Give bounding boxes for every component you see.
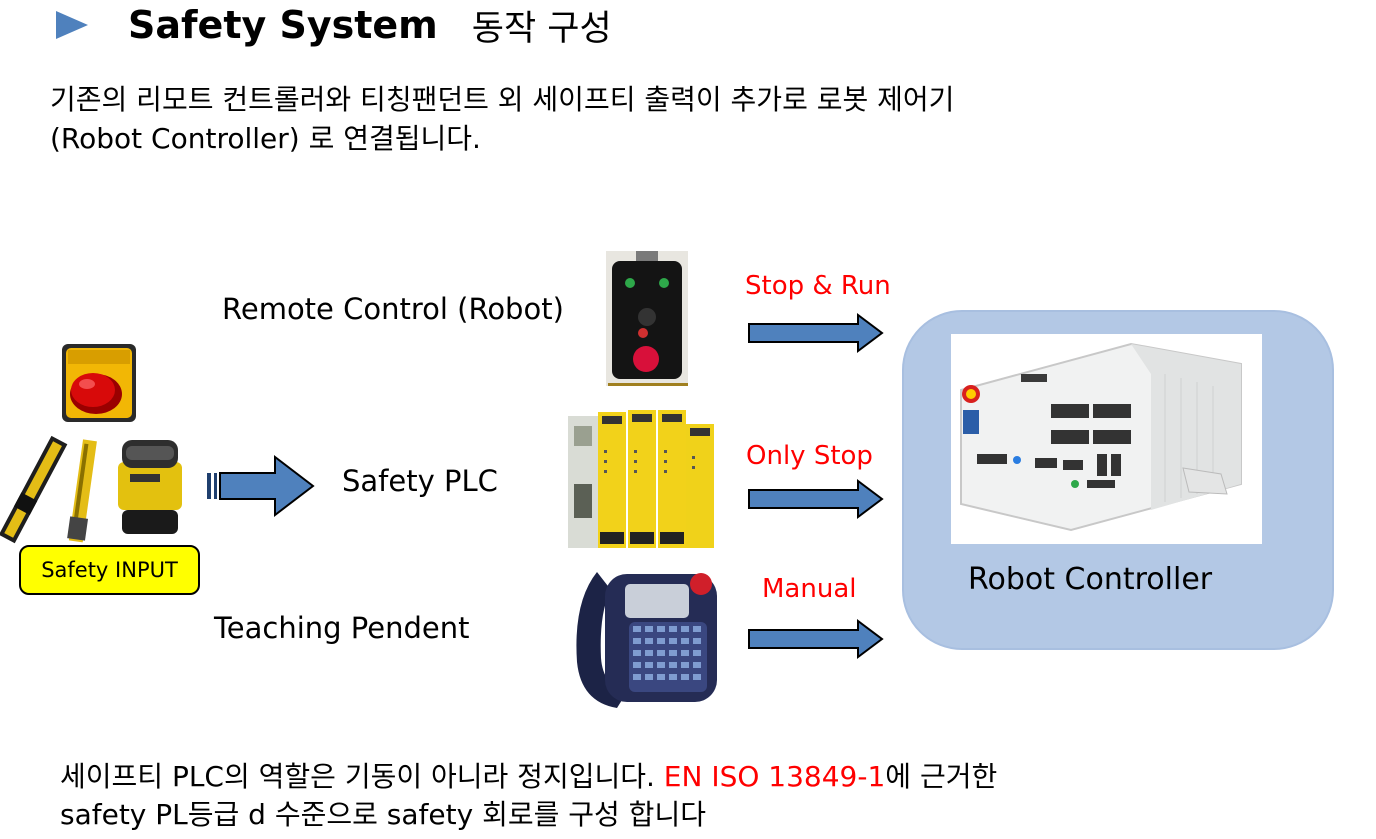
arrow-label-manual: Manual	[762, 574, 857, 604]
footer-line-2: safety PL등급 d 수준으로 safety 회로를 구성 합니다	[60, 798, 706, 831]
play-triangle-icon	[56, 11, 88, 39]
light-curtain-icon	[0, 435, 97, 544]
robot-controller-label: Robot Controller	[968, 562, 1213, 597]
emergency-stop-button-icon	[62, 344, 136, 422]
arrow-label-only-stop: Only Stop	[746, 441, 873, 471]
footer-line-1-part-b: 에 근거한	[885, 760, 998, 793]
safety-input-badge: Safety INPUT	[19, 545, 200, 595]
arrow-label-stop-run: Stop & Run	[745, 271, 891, 301]
pendant-to-controller-arrow	[748, 619, 884, 659]
plc-to-controller-arrow	[748, 479, 884, 519]
teaching-pendent-label: Teaching Pendent	[214, 611, 470, 645]
laser-scanner-icon	[118, 440, 182, 534]
remote-control-label: Remote Control (Robot)	[222, 292, 564, 326]
safety-plc-module-icon	[568, 410, 714, 548]
remote-to-controller-arrow	[748, 313, 884, 353]
intro-line-2: (Robot Controller) 로 연결됩니다.	[50, 122, 481, 155]
teaching-pendant-icon	[576, 572, 717, 708]
input-to-plc-arrow	[207, 454, 315, 518]
robot-controller-unit-icon	[951, 334, 1262, 544]
intro-line-1: 기존의 리모트 컨트롤러와 티칭팬던트 외 세이프티 출력이 추가로 로봇 제어…	[50, 83, 955, 116]
standard-reference: EN ISO 13849-1	[663, 760, 886, 793]
footer-line-1-part-a: 세이프티 PLC의 역할은 기동이 아니라 정지입니다.	[60, 760, 664, 793]
page-title: Safety System 동작 구성	[56, 2, 612, 49]
remote-control-box-icon	[606, 251, 688, 386]
intro-text: 기존의 리모트 컨트롤러와 티칭팬던트 외 세이프티 출력이 추가로 로봇 제어…	[50, 80, 954, 158]
page-title-korean: 동작 구성	[471, 8, 612, 49]
footer-text: 세이프티 PLC의 역할은 기동이 아니라 정지입니다. EN ISO 1384…	[60, 758, 997, 834]
footer-line-1: 세이프티 PLC의 역할은 기동이 아니라 정지입니다. EN ISO 1384…	[60, 758, 997, 796]
safety-plc-label: Safety PLC	[342, 464, 498, 498]
page-title-english: Safety System	[128, 3, 438, 47]
